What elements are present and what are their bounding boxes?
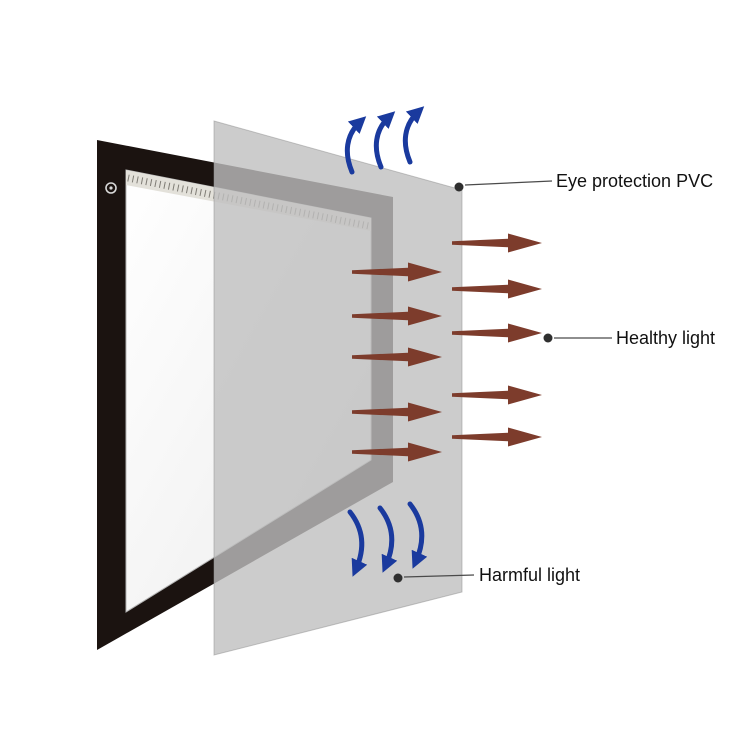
healthy-light-arrow-icon [452, 385, 542, 405]
pvc-sheet [213, 120, 463, 656]
harmful-marker-dot [393, 573, 403, 583]
pvc-label: Eye protection PVC [556, 171, 714, 191]
pvc-leader-line [464, 180, 553, 186]
callouts [393, 180, 612, 583]
down-arrow-icon [407, 501, 428, 569]
up-arrow-icon [344, 116, 367, 175]
harmful-light-label: Harmful light [479, 565, 581, 585]
healthy-light-arrow-icon [452, 323, 542, 343]
healthy-marker-dot [543, 333, 553, 343]
up-arrow-icon [373, 111, 396, 170]
power-button-dot [109, 186, 113, 190]
healthy-light-arrow-icon [452, 427, 542, 447]
down-arrow-icon [377, 505, 398, 573]
healthy-light-arrow-icon [452, 233, 542, 253]
power-button-icon [105, 182, 117, 194]
pvc-marker-dot [454, 182, 464, 192]
upward-light-arrows [344, 106, 425, 175]
healthy-light-label: Healthy light [616, 328, 716, 348]
down-arrow-icon [347, 509, 368, 577]
harmful-leader-line [403, 574, 475, 578]
healthy-light-arrow-icon [452, 279, 542, 299]
up-arrow-icon [402, 106, 425, 165]
harmful-light-arrows [347, 501, 428, 577]
